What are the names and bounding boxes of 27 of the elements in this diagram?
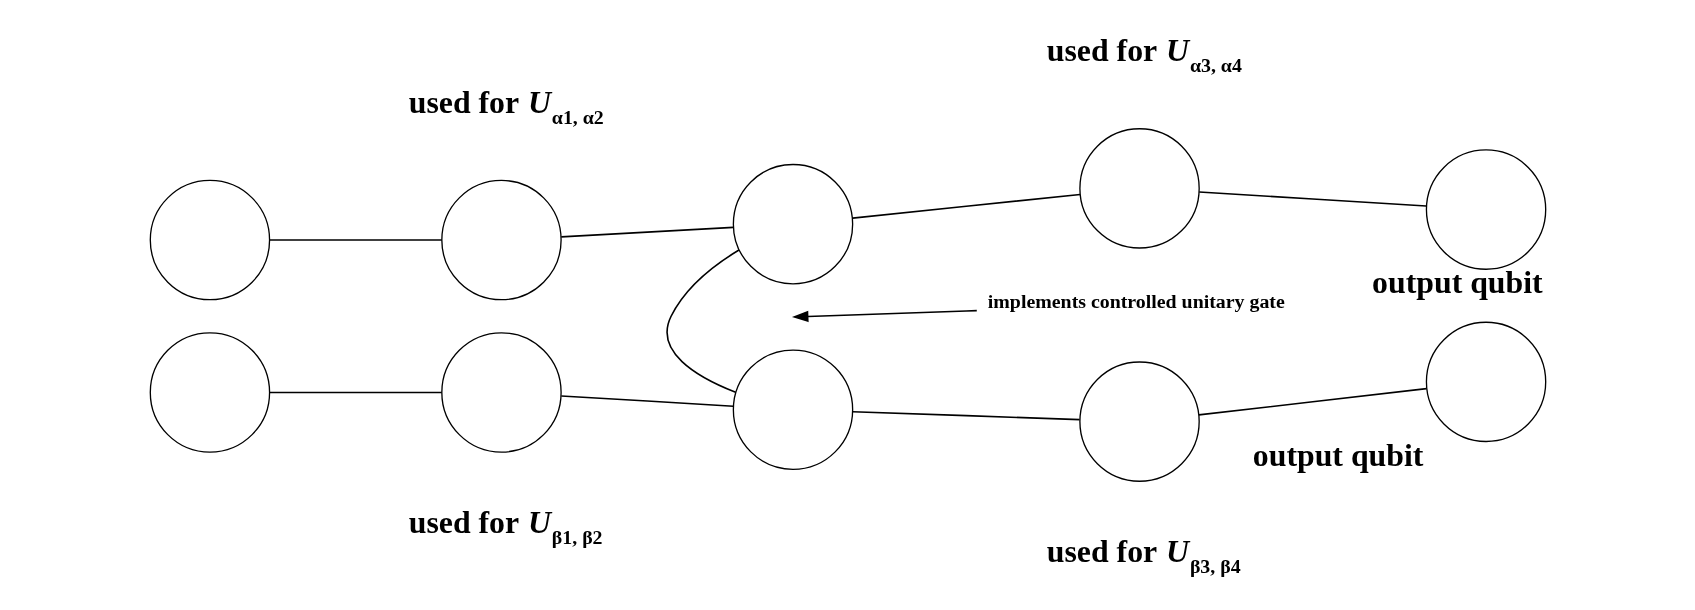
connector — [665, 249, 740, 393]
node-circle — [1425, 321, 1546, 443]
connector — [851, 410, 1080, 421]
connector — [1197, 387, 1427, 416]
node-circle — [149, 332, 270, 453]
node-circle — [1078, 361, 1200, 482]
node-text: implements controlled unitary gate — [987, 290, 1285, 313]
connector — [268, 391, 443, 394]
node-circle — [440, 332, 562, 453]
node-circle — [732, 349, 853, 470]
node-circle — [1078, 128, 1200, 249]
label: used for U$_{α3, α4}$ — [1046, 33, 1242, 77]
arrow — [791, 309, 978, 323]
label: used for U$_{β3, β4}$ — [1046, 534, 1241, 578]
connector — [559, 226, 734, 238]
label: used for U$_{β1, β2}$ — [408, 505, 603, 549]
node-circle — [149, 179, 270, 301]
node-label: output qubit — [1371, 265, 1543, 301]
node-circle — [1425, 149, 1546, 270]
node-circle — [440, 179, 562, 301]
connector — [559, 395, 734, 407]
label: used for U$_{α1, α2}$ — [408, 85, 604, 129]
connector — [268, 239, 443, 241]
node-label: output qubit — [1252, 437, 1423, 473]
connector — [1197, 191, 1427, 207]
node-circle — [732, 163, 853, 285]
connector — [851, 193, 1081, 219]
